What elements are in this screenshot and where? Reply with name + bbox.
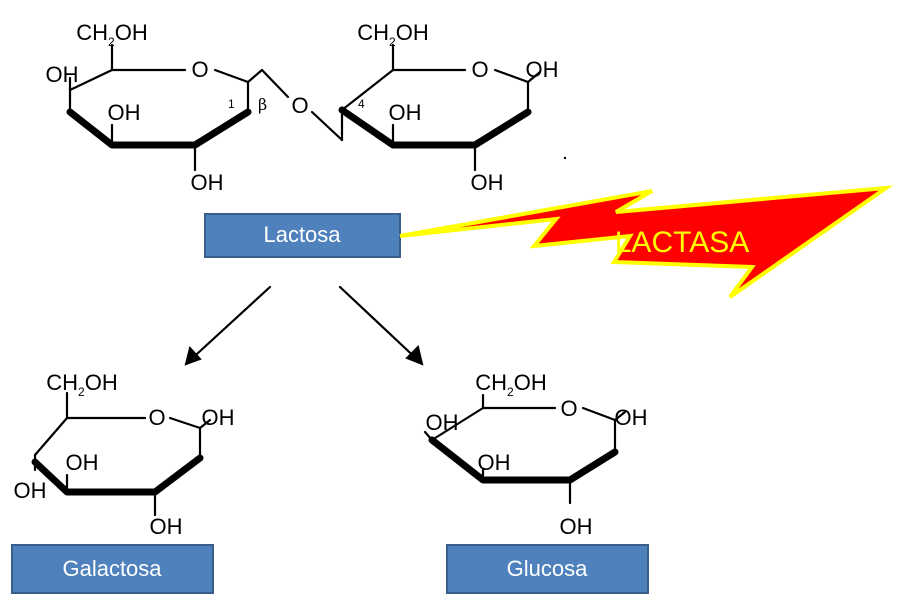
lactose-beta-label: β — [258, 95, 267, 114]
arrow-to-glucose — [338, 285, 424, 366]
lactose-ring-oxygen-left: O — [191, 57, 208, 82]
galactose-oh-4: OH — [14, 478, 47, 503]
lactose-oh-2-left: OH — [191, 170, 224, 195]
bridge-oxygen: O — [291, 93, 308, 118]
lactose-label: Lactosa — [263, 222, 341, 247]
arrow-to-galactose — [184, 285, 272, 366]
lactose-carbon-1-label: 1 — [228, 97, 235, 111]
glucose-ring-oxygen: O — [560, 396, 577, 421]
lactase-label: LACTASA — [615, 226, 750, 259]
lactose-galactose-ring: CH2OH OH OH OH O 1 β — [46, 20, 268, 195]
glucose-label-box: Glucosa — [446, 544, 649, 594]
galactose-ring-oxygen: O — [148, 405, 165, 430]
reaction-arrows — [184, 285, 424, 366]
galactose-label: Galactosa — [62, 556, 162, 581]
lactose-oh-2-right: OH — [471, 170, 504, 195]
lactose-oh-4-left: OH — [46, 62, 79, 87]
galactose-oh-1: OH — [202, 405, 235, 430]
lactose-oh-1-right: OH — [526, 57, 559, 82]
glucose-oh-1: OH — [615, 405, 648, 430]
lactase-enzyme-bolt: LACTASA — [399, 185, 894, 299]
glucose-label: Glucosa — [507, 556, 588, 581]
galactose-label-box: Galactosa — [11, 544, 214, 594]
lactose-oh-3-left: OH — [108, 100, 141, 125]
lactose-carbon-4-label: 4 — [358, 97, 365, 111]
lactose-structure: CH2OH OH OH OH O 1 β O CH2OH — [46, 20, 559, 195]
lactose-ch2oh-right: CH2OH — [357, 20, 428, 49]
lactose-label-box: Lactosa — [204, 213, 401, 258]
glycosidic-bond: O — [260, 68, 344, 142]
galactose-ch2oh: CH2OH — [46, 370, 117, 399]
galactose-structure: CH2OH O OH OH OH OH — [14, 370, 235, 539]
galactose-oh-2: OH — [150, 514, 183, 539]
galactose-oh-3: OH — [66, 450, 99, 475]
lactose-ring-oxygen-right: O — [471, 57, 488, 82]
lactose-oh-3-right: OH — [389, 100, 422, 125]
lactose-glucose-ring: CH2OH O OH OH OH 4 — [338, 20, 559, 195]
arrowhead-glucose — [405, 345, 424, 366]
arrowhead-galactose — [184, 345, 202, 366]
glucose-oh-2: OH — [560, 514, 593, 539]
glucose-structure: CH2OH O OH OH OH OH — [423, 370, 648, 539]
stray-dot — [563, 156, 567, 160]
glucose-oh-3: OH — [478, 450, 511, 475]
lactose-ch2oh-left: CH2OH — [76, 20, 147, 49]
glucose-oh-4: OH — [426, 410, 459, 435]
glucose-ch2oh: CH2OH — [475, 370, 546, 399]
